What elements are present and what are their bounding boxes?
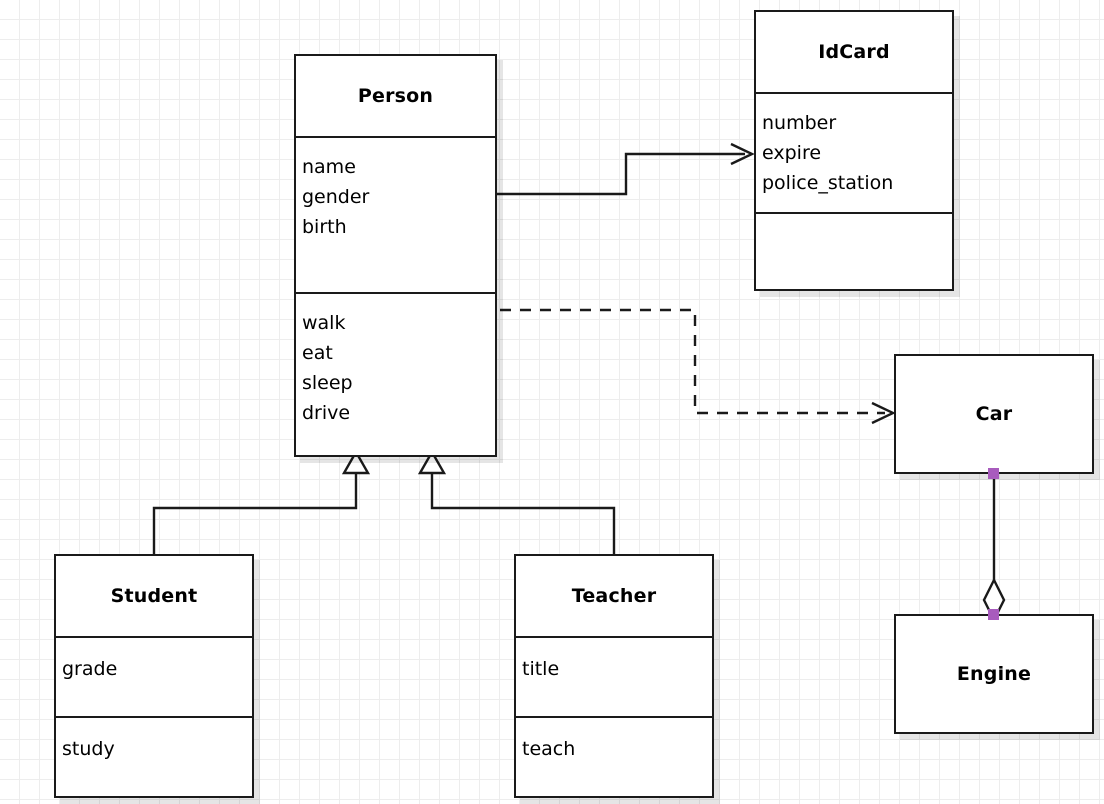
operation-item: walk: [302, 312, 346, 334]
class-box-idcard[interactable]: IdCard number expire police_station: [754, 10, 954, 291]
operations-student: study: [56, 716, 252, 796]
operations-teacher: teach: [516, 716, 712, 796]
class-name-teacher: Teacher: [516, 556, 712, 636]
class-box-person[interactable]: Person name gender birth walk eat sleep …: [294, 54, 497, 457]
generalization-teacher-person[interactable]: [417, 449, 616, 554]
attribute-item: birth: [302, 216, 347, 238]
operation-item: sleep: [302, 372, 353, 394]
class-box-car[interactable]: Car: [894, 354, 1094, 474]
generalization-student-person[interactable]: [152, 449, 371, 554]
operation-item: eat: [302, 342, 333, 364]
attribute-item: grade: [62, 658, 118, 680]
attribute-item: police_station: [762, 172, 894, 194]
class-name-label: Student: [110, 585, 198, 607]
class-name-car: Car: [896, 356, 1092, 472]
aggregation-car-engine[interactable]: [982, 474, 1006, 623]
operations-idcard: [756, 212, 952, 289]
operation-item: study: [62, 738, 115, 760]
class-name-label: Person: [357, 85, 434, 107]
attribute-item: title: [522, 658, 560, 680]
class-name-student: Student: [56, 556, 252, 636]
edge-handle-source[interactable]: [988, 468, 999, 479]
class-box-student[interactable]: Student grade study: [54, 554, 254, 798]
edge-handle-target[interactable]: [988, 609, 999, 620]
attributes-teacher: title: [516, 636, 712, 716]
attribute-item: name: [302, 156, 356, 178]
operation-item: drive: [302, 402, 351, 424]
dependency-person-car[interactable]: [500, 308, 896, 425]
class-box-teacher[interactable]: Teacher title teach: [514, 554, 714, 798]
class-name-label: IdCard: [818, 41, 890, 63]
class-name-label: Car: [975, 403, 1013, 425]
attribute-item: number: [762, 112, 837, 134]
attributes-person: name gender birth: [296, 136, 495, 292]
attributes-idcard: number expire police_station: [756, 92, 952, 212]
class-name-person: Person: [296, 56, 495, 136]
attributes-student: grade: [56, 636, 252, 716]
attribute-item: gender: [302, 186, 370, 208]
class-name-label: Engine: [956, 663, 1032, 685]
operation-item: teach: [522, 738, 576, 760]
attribute-item: expire: [762, 142, 822, 164]
class-name-engine: Engine: [896, 616, 1092, 732]
class-box-engine[interactable]: Engine: [894, 614, 1094, 734]
association-person-idcard[interactable]: [497, 142, 755, 196]
class-name-idcard: IdCard: [756, 12, 952, 92]
class-name-label: Teacher: [571, 585, 657, 607]
operations-person: walk eat sleep drive: [296, 292, 495, 455]
